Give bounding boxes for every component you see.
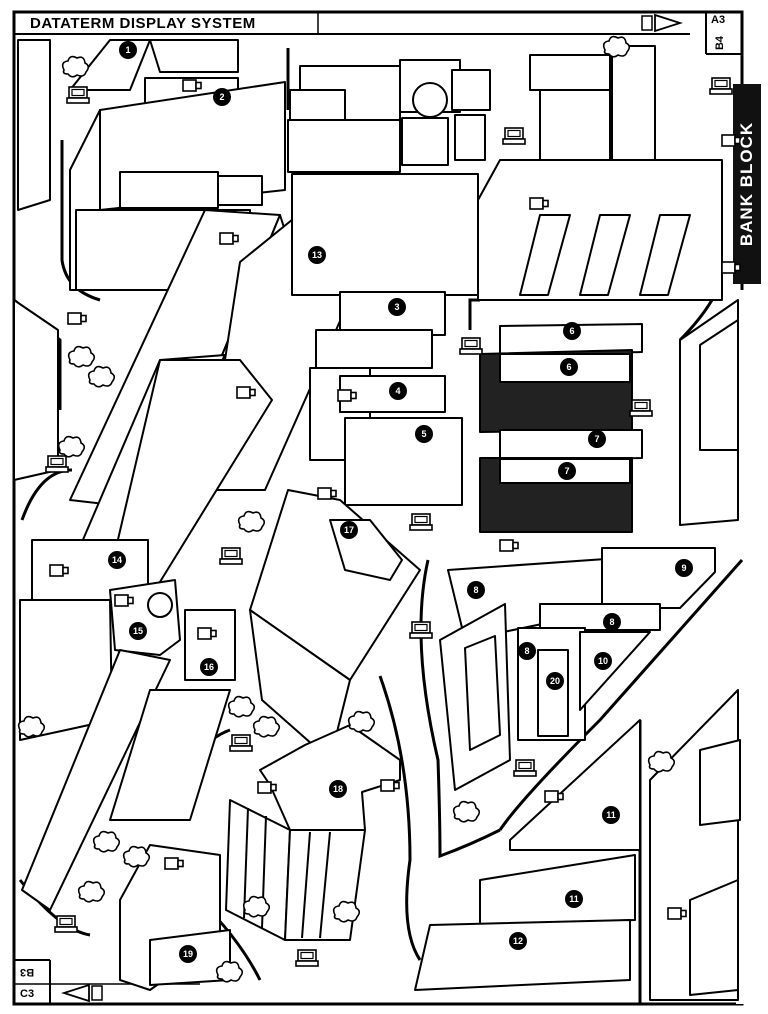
camera-icon — [67, 312, 87, 325]
buildings — [13, 39, 741, 1001]
grid-ref-top-side: B4 — [714, 35, 727, 51]
building-marker[interactable]: 15 — [129, 622, 147, 640]
building-marker[interactable]: 18 — [329, 780, 347, 798]
building-marker[interactable]: 6 — [563, 322, 581, 340]
building-marker[interactable]: 11 — [565, 890, 583, 908]
building-marker[interactable]: 9 — [675, 559, 693, 577]
grid-ref-bottom-side: B3 — [20, 966, 35, 978]
camera-icon — [499, 539, 519, 552]
building-marker[interactable]: 3 — [388, 298, 406, 316]
terminal-icon — [45, 455, 69, 473]
building-marker[interactable]: 8 — [603, 613, 621, 631]
terminal-icon — [66, 86, 90, 104]
camera-icon — [317, 487, 337, 500]
terminal-icon — [409, 621, 433, 639]
block-label: BANK BLOCK — [733, 84, 761, 284]
block-label-text: BANK BLOCK — [737, 121, 756, 247]
building-marker[interactable]: 1 — [119, 41, 137, 59]
building-marker[interactable]: 11 — [602, 806, 620, 824]
building-marker[interactable]: 7 — [558, 462, 576, 480]
terminal-icon — [459, 337, 483, 355]
building-marker[interactable]: 12 — [509, 932, 527, 950]
building-marker[interactable]: 5 — [415, 425, 433, 443]
arrow-icon[interactable] — [61, 983, 103, 1003]
building-marker[interactable]: 13 — [308, 246, 326, 264]
building-marker[interactable]: 8 — [467, 581, 485, 599]
building-marker[interactable]: 17 — [340, 521, 358, 539]
grid-ref-top: A3 — [711, 14, 726, 26]
building-marker[interactable]: 19 — [179, 945, 197, 963]
building-marker[interactable]: 20 — [546, 672, 564, 690]
terminal-icon — [229, 734, 253, 752]
building-marker[interactable]: 2 — [213, 88, 231, 106]
building-marker[interactable]: 4 — [389, 382, 407, 400]
terminal-icon — [409, 513, 433, 531]
side-label-band — [733, 84, 761, 284]
terminal-icon — [709, 77, 733, 95]
building-marker[interactable]: 6 — [560, 358, 578, 376]
building-marker[interactable]: 7 — [588, 430, 606, 448]
terminal-icon — [295, 949, 319, 967]
building-marker[interactable]: 14 — [108, 551, 126, 569]
arrow-icon[interactable] — [641, 13, 683, 33]
grid-ref-bottom: C3 — [20, 988, 35, 1000]
terminal-icon — [629, 399, 653, 417]
terminal-icon — [54, 915, 78, 933]
terminal-icon — [219, 547, 243, 565]
building-marker[interactable]: 10 — [594, 652, 612, 670]
page-title: DATATERM DISPLAY SYSTEM — [30, 15, 256, 32]
building-marker[interactable]: 8 — [518, 642, 536, 660]
terminal-icon — [513, 759, 537, 777]
building-marker[interactable]: 16 — [200, 658, 218, 676]
terminal-icon — [502, 127, 526, 145]
